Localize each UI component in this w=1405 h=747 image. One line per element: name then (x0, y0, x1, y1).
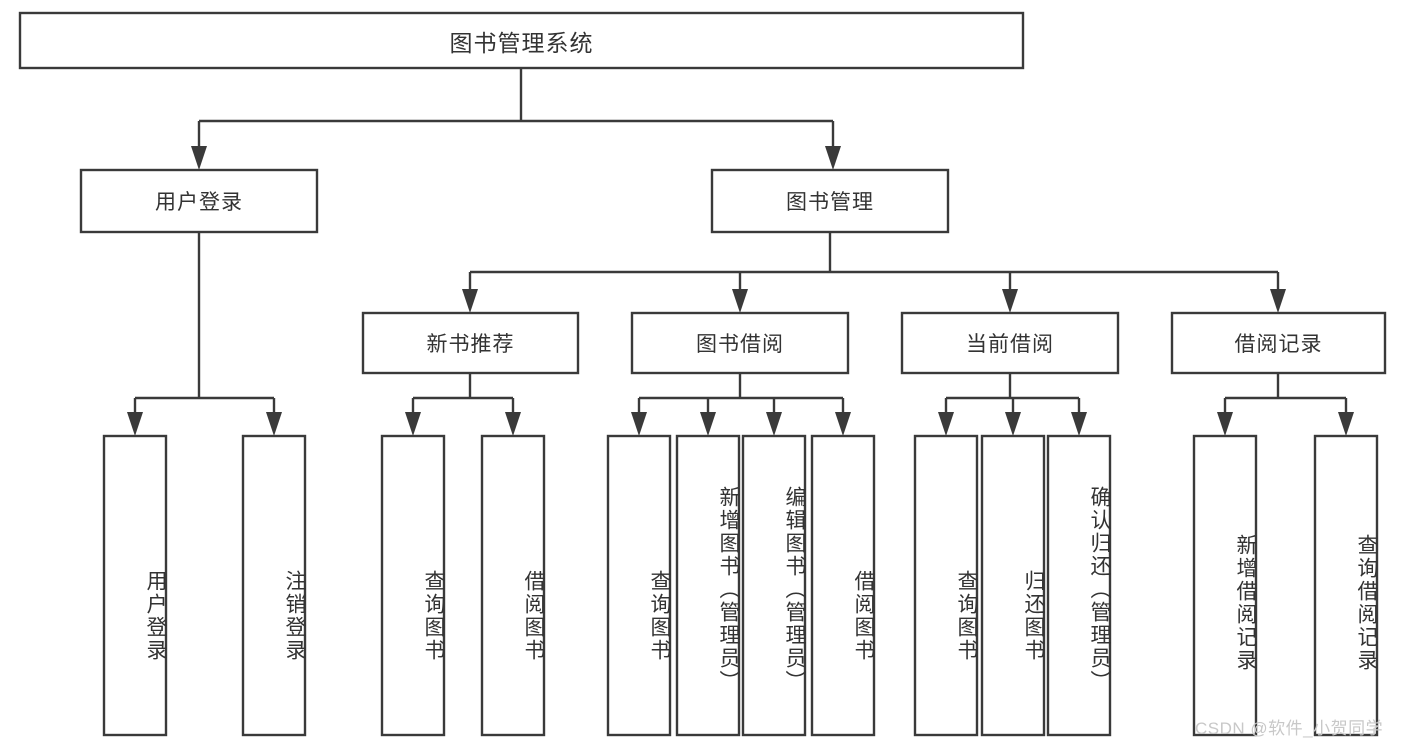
leaf-current-borrow-2[interactable] (1046, 434, 1112, 737)
node-current-borrow[interactable] (900, 311, 1120, 375)
leaf-new-book-1[interactable] (480, 434, 546, 737)
leaf-book-borrow-0[interactable] (606, 434, 672, 737)
leaf-borrow-record-0[interactable] (1192, 434, 1258, 737)
edges-level2-to-level3 (462, 232, 1286, 313)
leaf-borrow-record-1[interactable] (1313, 434, 1379, 737)
edges-newbook-to-leaves (405, 373, 521, 436)
node-root[interactable] (18, 11, 1025, 70)
leaf-book-borrow-1[interactable] (675, 434, 741, 737)
leaf-user-login-1[interactable] (241, 434, 307, 737)
leaf-new-book-0[interactable] (380, 434, 446, 737)
node-user-login[interactable] (79, 168, 319, 234)
node-book-borrow[interactable] (630, 311, 850, 375)
node-new-book-recommend[interactable] (361, 311, 580, 375)
node-book-management[interactable] (710, 168, 950, 234)
leaf-current-borrow-0[interactable] (913, 434, 979, 737)
leaf-user-login-0[interactable] (102, 434, 168, 737)
leaf-book-borrow-3[interactable] (810, 434, 876, 737)
leaf-current-borrow-1[interactable] (980, 434, 1046, 737)
node-borrow-record[interactable] (1170, 311, 1387, 375)
csdn-watermark: CSDN @软件_小贺同学 (1195, 719, 1384, 738)
edges-bookborrow-to-leaves (631, 373, 851, 436)
edges-root-to-level2 (191, 68, 841, 170)
edges-borrowrecord-to-leaves (1217, 373, 1354, 436)
edges-currentborrow-to-leaves (938, 373, 1087, 436)
leaf-book-borrow-2[interactable] (741, 434, 807, 737)
edges-userlogin-to-leaves (127, 232, 282, 436)
